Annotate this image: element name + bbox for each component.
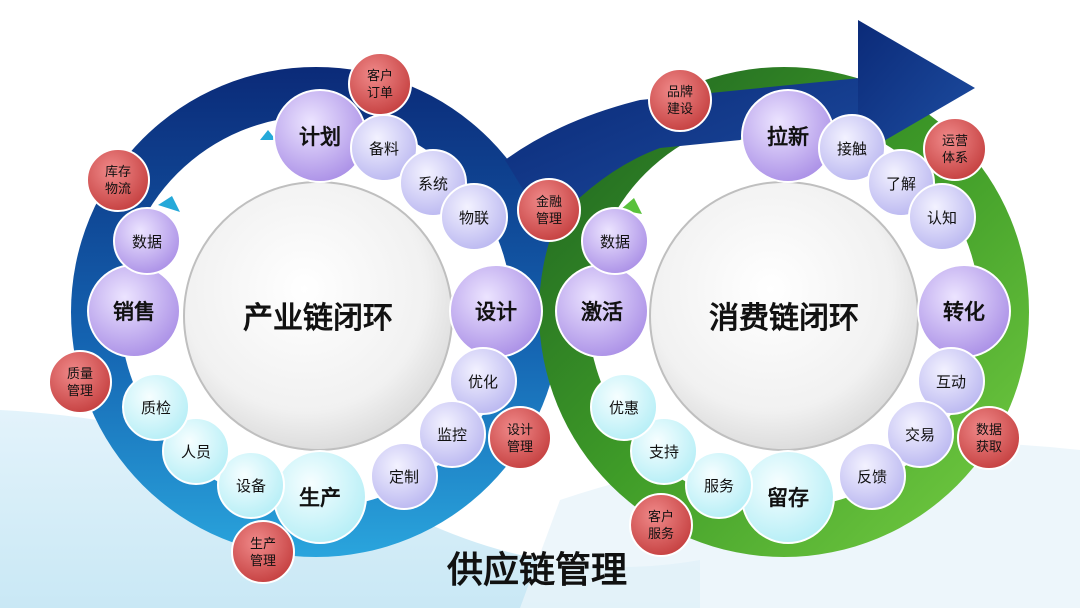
svg-text:运营: 运营 [942,134,968,149]
svg-text:支持: 支持 [649,443,679,461]
node-contact[interactable]: 接触 [818,114,886,182]
svg-text:了解: 了解 [886,175,916,193]
svg-text:优化: 优化 [468,373,498,391]
node-monitor[interactable]: 监控 [418,400,486,468]
industry-sales-arc [158,196,180,212]
svg-text:设计: 设计 [475,300,517,324]
svg-text:互动: 互动 [936,373,966,391]
svg-text:数据: 数据 [600,233,630,251]
node-customize[interactable]: 定制 [370,442,438,510]
node-sales[interactable]: 销售 [87,264,181,358]
node-interact[interactable]: 互动 [917,347,985,415]
node-staff[interactable]: 人员 [162,417,230,485]
node-feedback[interactable]: 反馈 [838,442,906,510]
svg-text:客户: 客户 [367,68,393,84]
svg-text:设计: 设计 [507,423,533,438]
tag-operations[interactable]: 运营 体系 [923,117,987,181]
flow-arrowhead [858,20,975,156]
svg-text:体系: 体系 [942,151,968,166]
svg-text:物流: 物流 [105,182,131,197]
node-retain[interactable]: 留存 [741,450,835,544]
node-stocking[interactable]: 备料 [350,114,418,182]
tag-data-acquisition[interactable]: 数据 获取 [957,406,1021,470]
node-consumer-data[interactable]: 数据 [581,207,649,275]
svg-text:留存: 留存 [767,486,809,510]
svg-text:设备: 设备 [236,477,266,495]
node-industry-data[interactable]: 数据 [113,207,181,275]
tag-production-mgmt[interactable]: 生产 管理 [231,520,295,584]
tag-quality-mgmt[interactable]: 质量 管理 [48,350,112,414]
node-design[interactable]: 设计 [449,264,543,358]
node-trade[interactable]: 交易 [886,400,954,468]
node-cognition[interactable]: 认知 [908,183,976,251]
node-production[interactable]: 生产 [273,450,367,544]
node-acquire[interactable]: 拉新 [741,89,835,183]
svg-text:生产: 生产 [250,537,276,552]
svg-text:计划: 计划 [299,125,341,149]
node-service[interactable]: 服务 [685,451,753,519]
svg-text:金融: 金融 [536,194,562,210]
tag-customer-order[interactable]: 客户 订单 [348,52,412,116]
node-equipment[interactable]: 设备 [217,451,285,519]
svg-text:反馈: 反馈 [857,468,887,486]
svg-text:转化: 转化 [943,300,985,324]
svg-text:管理: 管理 [507,440,533,455]
svg-text:建设: 建设 [667,102,693,117]
svg-text:库存: 库存 [105,164,131,180]
svg-text:销售: 销售 [113,300,155,324]
svg-text:激活: 激活 [581,300,623,324]
svg-text:接触: 接触 [837,140,867,158]
industry-center-label: 产业链闭环 [243,301,393,336]
svg-text:质量: 质量 [67,367,93,382]
svg-text:数据: 数据 [132,233,162,251]
svg-text:系统: 系统 [418,175,448,193]
svg-text:管理: 管理 [250,554,276,569]
svg-text:优惠: 优惠 [609,399,639,417]
svg-text:服务: 服务 [704,477,734,495]
page-title: 供应链管理 [447,550,627,591]
svg-text:物联: 物联 [459,209,489,227]
svg-text:定制: 定制 [389,468,419,486]
node-qc[interactable]: 质检 [122,373,190,441]
svg-text:服务: 服务 [648,526,674,542]
svg-text:生产: 生产 [299,486,341,510]
svg-text:管理: 管理 [67,384,93,399]
node-optimize[interactable]: 优化 [449,347,517,415]
node-activate[interactable]: 激活 [555,264,649,358]
node-support[interactable]: 支持 [630,417,698,485]
svg-text:订单: 订单 [367,86,393,101]
svg-text:监控: 监控 [437,426,467,444]
tag-inventory-logistics[interactable]: 库存 物流 [86,148,150,212]
tag-design-mgmt[interactable]: 设计 管理 [488,406,552,470]
svg-text:交易: 交易 [905,426,935,444]
node-convert[interactable]: 转化 [917,264,1011,358]
tag-finance-mgmt[interactable]: 金融 管理 [517,178,581,242]
tag-brand[interactable]: 品牌 建设 [648,68,712,132]
node-iot[interactable]: 物联 [440,183,508,251]
industry-inner-arc [260,130,276,140]
node-promotion[interactable]: 优惠 [590,373,658,441]
svg-text:管理: 管理 [536,212,562,227]
svg-text:备料: 备料 [369,140,399,158]
consumer-center-label: 消费链闭环 [709,301,859,336]
svg-text:获取: 获取 [976,440,1002,455]
svg-text:数据: 数据 [976,423,1002,438]
svg-text:品牌: 品牌 [667,84,693,100]
tag-customer-service[interactable]: 客户 服务 [629,493,693,557]
svg-text:人员: 人员 [181,443,211,461]
svg-text:质检: 质检 [141,399,171,417]
svg-text:拉新: 拉新 [767,125,809,149]
svg-text:认知: 认知 [927,209,957,227]
svg-text:客户: 客户 [648,509,674,525]
